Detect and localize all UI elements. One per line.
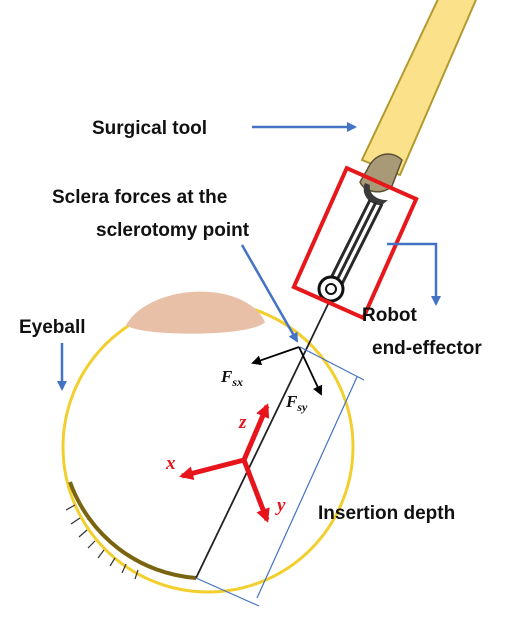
end-effector-box: [291, 165, 419, 321]
fsy-sub: sy: [296, 400, 308, 414]
surgical-tool: [195, 0, 477, 579]
coordinate-frame: [179, 403, 270, 523]
retina-arc: [68, 481, 197, 580]
y-axis-label: y: [275, 495, 286, 516]
insertion-depth-label: Insertion depth: [318, 503, 455, 524]
z-axis-arrow: [241, 403, 270, 461]
eyeball-outline: [61, 300, 355, 594]
insertion-depth-dimension: [195, 346, 365, 607]
fsy-arrow: [298, 346, 323, 396]
surgical-tool-label: Surgical tool: [92, 118, 207, 139]
sclera-forces-label-line2: sclerotomy point: [96, 220, 250, 241]
retina-hatch: [65, 504, 139, 580]
sclera-forces-label-line1: Sclera forces at the: [52, 187, 227, 208]
tool-shaft: [360, 0, 477, 177]
fsx-main: F: [220, 367, 233, 386]
robot-label-line2: end-effector: [372, 338, 482, 359]
fsy-label: Fsy: [285, 392, 308, 414]
eyeball-label: Eyeball: [19, 317, 86, 338]
robot-label-line1: Robot: [362, 305, 418, 326]
tool-rod-b: [333, 201, 378, 285]
y-axis-arrow: [241, 459, 270, 523]
tool-collar-inner: [325, 283, 337, 295]
z-axis-label: z: [238, 412, 247, 433]
tool-rod-a: [327, 199, 372, 283]
robot-end-effector-pointer: [387, 242, 441, 306]
sclera-forces-pointer: [240, 244, 299, 343]
fsx-label: Fsx: [220, 367, 243, 389]
tool-rod-c: [339, 203, 384, 287]
eyeball: [61, 291, 355, 594]
tool-collar: [317, 275, 345, 303]
fsx-arrow: [251, 346, 300, 366]
fsx-sub: sx: [231, 375, 243, 389]
tool-needle: [195, 299, 331, 579]
sclera-forces: [251, 346, 323, 396]
x-axis-arrow: [179, 457, 245, 481]
lens: [126, 291, 265, 334]
fsy-main: F: [285, 392, 298, 411]
tool-connector: [363, 183, 388, 206]
x-axis-label: x: [165, 453, 176, 474]
